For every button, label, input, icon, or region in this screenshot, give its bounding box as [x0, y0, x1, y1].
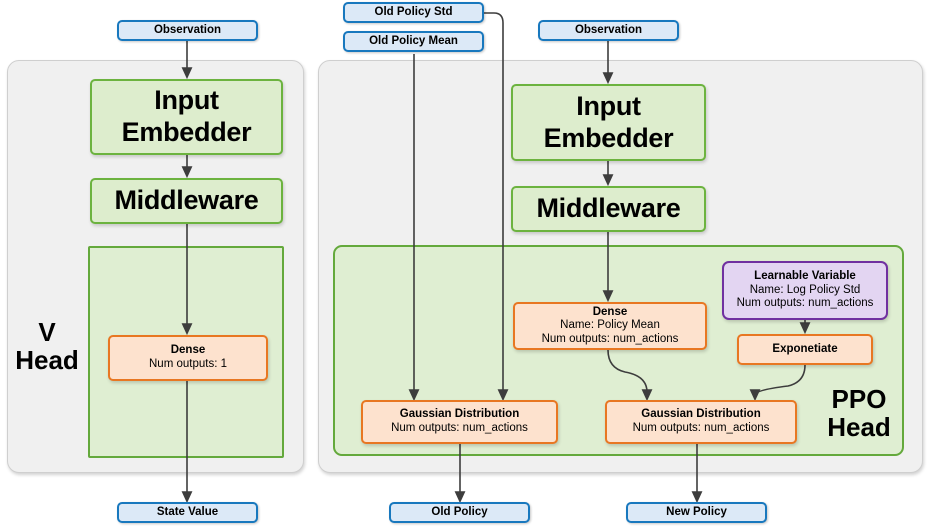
output-old-policy-label: Old Policy — [431, 505, 488, 518]
ppo-gaussian-new-num-outputs: Num outputs: num_actions — [632, 422, 770, 434]
v-dense-box[interactable]: Dense Num outputs: 1 — [108, 335, 268, 381]
v-head-label-line1: V — [38, 317, 56, 347]
v-dense-title: Dense — [170, 344, 206, 357]
input-observation-ppo[interactable]: Observation — [538, 20, 679, 41]
v-input-embedder-label: Input Embedder — [121, 85, 252, 147]
output-state-value-label: State Value — [156, 505, 219, 518]
ppo-head-label-line1: PPO — [831, 384, 887, 414]
ppo-input-embedder-box[interactable]: Input Embedder — [511, 84, 706, 161]
input-observation-v-label: Observation — [153, 23, 222, 36]
ppo-learnable-variable-title: Learnable Variable — [754, 270, 856, 283]
input-old-policy-mean-label: Old Policy Mean — [369, 34, 458, 47]
v-input-embedder-box[interactable]: Input Embedder — [90, 79, 283, 155]
v-dense-num-outputs: Num outputs: 1 — [149, 358, 227, 370]
input-observation-v[interactable]: Observation — [117, 20, 258, 41]
ppo-learnable-variable-box[interactable]: Learnable Variable Name: Log Policy Std … — [722, 261, 888, 320]
output-new-policy-label: New Policy — [666, 505, 727, 518]
ppo-dense-num-outputs: Num outputs: num_actions — [541, 332, 679, 345]
ppo-dense-title: Dense — [592, 305, 628, 318]
input-old-policy-std[interactable]: Old Policy Std — [343, 2, 484, 23]
ppo-head-label: PPO Head — [815, 385, 903, 441]
output-state-value[interactable]: State Value — [117, 502, 258, 523]
v-head-label-line2: Head — [15, 345, 79, 376]
input-observation-ppo-label: Observation — [574, 23, 643, 36]
ppo-input-embedder-label: Input Embedder — [543, 90, 674, 153]
output-old-policy[interactable]: Old Policy — [389, 502, 530, 523]
output-new-policy[interactable]: New Policy — [626, 502, 767, 523]
ppo-gaussian-old-num-outputs: Num outputs: num_actions — [391, 422, 528, 434]
ppo-gaussian-old-box[interactable]: Gaussian Distribution Num outputs: num_a… — [361, 400, 558, 444]
v-middleware-box[interactable]: Middleware — [90, 178, 283, 224]
ppo-learnable-variable-num-outputs: Num outputs: num_actions — [736, 297, 874, 310]
ppo-learnable-variable-name: Name: Log Policy Std — [749, 283, 861, 296]
v-head-label: V Head — [8, 318, 86, 374]
ppo-exponetiate-label: Exponetiate — [772, 342, 838, 355]
ppo-dense-policy-mean-box[interactable]: Dense Name: Policy Mean Num outputs: num… — [513, 302, 707, 350]
ppo-head-label-line2: Head — [827, 412, 891, 443]
input-old-policy-mean[interactable]: Old Policy Mean — [343, 31, 484, 52]
v-middleware-label: Middleware — [114, 185, 259, 216]
ppo-exponetiate-box[interactable]: Exponetiate — [737, 334, 873, 365]
ppo-dense-name: Name: Policy Mean — [560, 319, 660, 332]
input-old-policy-std-label: Old Policy Std — [374, 5, 453, 18]
ppo-middleware-label: Middleware — [536, 193, 681, 224]
ppo-middleware-box[interactable]: Middleware — [511, 186, 706, 232]
ppo-gaussian-new-box[interactable]: Gaussian Distribution Num outputs: num_a… — [605, 400, 797, 444]
ppo-gaussian-old-title: Gaussian Distribution — [399, 408, 520, 421]
ppo-gaussian-new-title: Gaussian Distribution — [641, 408, 761, 421]
